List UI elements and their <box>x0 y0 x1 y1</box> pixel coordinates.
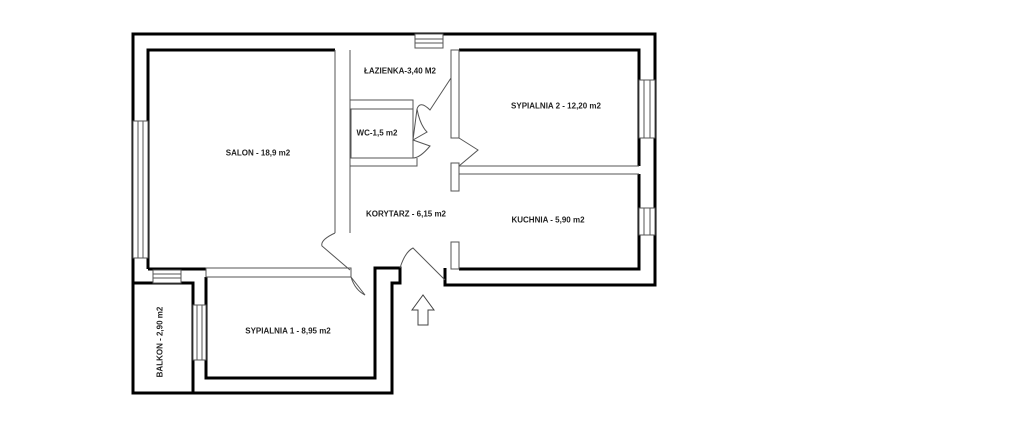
entrance-arrow-icon <box>411 294 435 326</box>
room-label-lazienka: ŁAZIENKA-3,40 M2 <box>363 66 437 76</box>
windows <box>132 33 656 361</box>
room-label-kuchnia: KUCHNIA - 5,90 m2 <box>511 215 585 225</box>
room-label-sypialnia-2: SYPIALNIA 2 - 12,20 m2 <box>511 101 601 111</box>
inner-walls <box>205 49 639 296</box>
room-label-sypialnia-1: SYPIALNIA 1 - 8,95 m2 <box>245 326 331 336</box>
room-label-salon: SALON - 18,9 m2 <box>225 148 291 158</box>
room-label-balkon: BALKON - 2,90 m2 <box>155 306 165 378</box>
room-label-korytarz: KORYTARZ - 6,15 m2 <box>365 209 447 219</box>
room-label-wc: WC-1,5 m2 <box>356 128 398 138</box>
